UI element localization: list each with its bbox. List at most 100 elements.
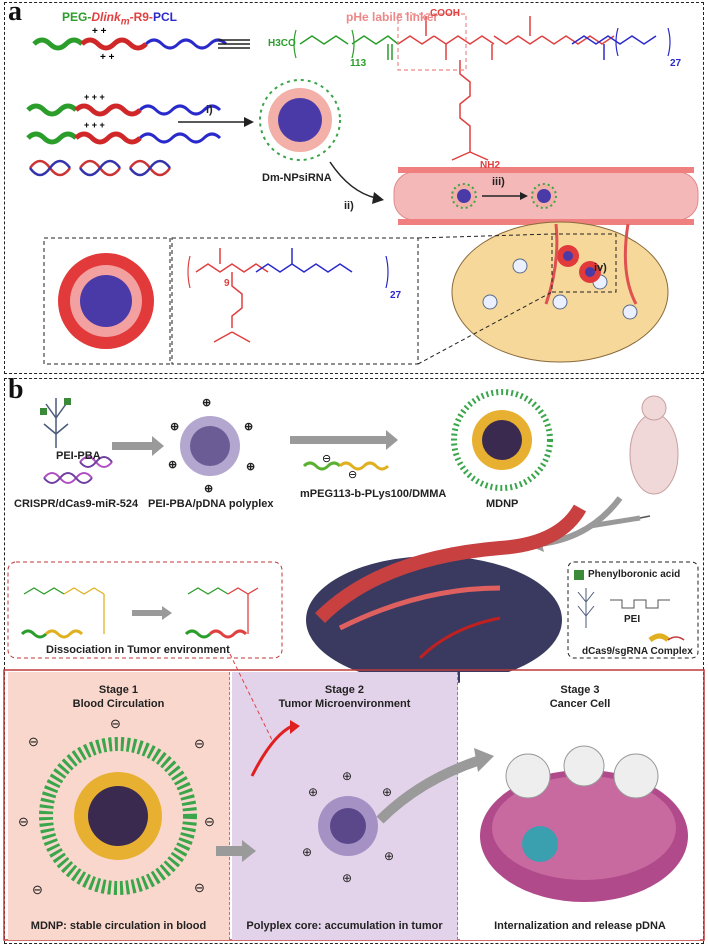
stage-1-mdnp-graphic: ⊖ ⊖ ⊖ ⊖ ⊖ ⊖ ⊖ bbox=[18, 716, 215, 897]
crispr-label: CRISPR/dCas9-miR-524 bbox=[14, 498, 139, 510]
np-label: Dm-NPsiRNA bbox=[262, 172, 332, 184]
panel-b-label: b bbox=[8, 374, 24, 405]
svg-text:⊕: ⊕ bbox=[246, 461, 255, 473]
polymer-peg-text: PEG- bbox=[62, 10, 92, 24]
chemical-structure-top bbox=[293, 13, 671, 161]
step-iii-label: iii) bbox=[492, 176, 505, 188]
stage-1-caption: MDNP: stable circulation in blood bbox=[30, 920, 207, 932]
mpeg-label: mPEG113-b-PLys100/DMMA bbox=[300, 488, 447, 500]
legend-pei-label: PEI bbox=[624, 614, 641, 625]
svg-text:⊕: ⊕ bbox=[308, 785, 318, 799]
sirna-duplexes bbox=[28, 159, 172, 177]
arrow-step-i bbox=[178, 117, 254, 127]
stage-3-box: Stage 3 Cancer Cell Internalization and … bbox=[460, 672, 700, 940]
svg-text:⊕: ⊕ bbox=[244, 421, 253, 433]
stage-3-caption: Internalization and release pDNA bbox=[494, 920, 666, 932]
pcl-repeat: 27 bbox=[670, 58, 682, 69]
polyplex-charges: ⊕ ⊕ ⊕ ⊕ ⊕ ⊕ bbox=[168, 397, 255, 495]
inset-boxes bbox=[43, 233, 553, 365]
dissociation-label: Dissociation in Tumor environment bbox=[46, 644, 230, 656]
stage-3-subtitle: Cancer Cell bbox=[549, 698, 611, 710]
stage-1-box: Stage 1 Blood Circulation ⊖ ⊖ ⊖ ⊖ ⊖ ⊖ ⊖ MDNP: … bbox=[8, 672, 230, 940]
svg-text:⊖: ⊖ bbox=[322, 453, 331, 465]
svg-text:+ +: + + bbox=[100, 52, 115, 63]
panel-b-graphics: ⊕ ⊕ ⊕ ⊕ ⊕ ⊕ ⊖ ⊖ bbox=[3, 389, 705, 941]
tumor-scene bbox=[306, 504, 587, 684]
panel-b bbox=[4, 378, 704, 944]
svg-text:⊖: ⊖ bbox=[28, 734, 39, 749]
step-i-label: i) bbox=[206, 104, 213, 116]
polymer-dlink-text: Dlink bbox=[91, 10, 121, 24]
svg-text:⊕: ⊕ bbox=[202, 397, 211, 409]
inset-r-repeat: 9 bbox=[224, 278, 230, 289]
inset-pcl-repeat: 27 bbox=[390, 290, 402, 301]
svg-text:⊕: ⊕ bbox=[204, 483, 213, 495]
polyplex-label: PEI-PBA/pDNA polyplex bbox=[148, 498, 274, 510]
svg-text:⊕: ⊕ bbox=[302, 845, 312, 859]
polymer-chain-top: + + + + bbox=[32, 26, 228, 63]
step-ii-label: ii) bbox=[344, 200, 354, 212]
arrow-step-ii bbox=[329, 161, 384, 204]
panel-a-graphics: + + + + bbox=[26, 13, 699, 365]
stage-2-subtitle: Tumor Microenvironment bbox=[278, 698, 411, 710]
legend-pba-label: Phenylboronic acid bbox=[588, 569, 681, 580]
linker-label: pHe labile linker bbox=[346, 10, 439, 24]
svg-text:⊖: ⊖ bbox=[32, 882, 43, 897]
syringe-graphic bbox=[589, 515, 651, 529]
svg-text:⊕: ⊕ bbox=[382, 785, 392, 799]
stage-3-title: Stage 3 bbox=[560, 684, 600, 696]
svg-text:+ + +: + + + bbox=[84, 92, 105, 102]
mouse-graphic bbox=[629, 395, 679, 495]
polymer-chain-pair: + + + + + + bbox=[26, 92, 222, 145]
step-iv-label: iv) bbox=[594, 262, 607, 274]
peg-repeat: 113 bbox=[350, 58, 367, 69]
svg-text:⊖: ⊖ bbox=[194, 736, 205, 751]
nanoparticle-siRNA bbox=[259, 79, 341, 161]
svg-text:⊕: ⊕ bbox=[384, 849, 394, 863]
pei-pba-icon bbox=[40, 398, 71, 448]
stage-2-box: Stage 2 Tumor Microenvironment ⊕ ⊕ ⊕ ⊕ ⊕ ⊕ Po… bbox=[232, 672, 458, 940]
arrow-to-polyplex bbox=[112, 436, 164, 456]
stage-2-title: Stage 2 bbox=[324, 684, 365, 696]
stage-2-polyplex-graphic: ⊕ ⊕ ⊕ ⊕ ⊕ ⊕ bbox=[250, 720, 394, 885]
svg-text:⊖: ⊖ bbox=[204, 814, 215, 829]
polymer-title: PEG-Dlinkm-R9-PCL bbox=[62, 10, 177, 27]
pdna-helix bbox=[43, 456, 113, 484]
panel-a-label: a bbox=[8, 0, 22, 27]
svg-text:⊖: ⊖ bbox=[348, 469, 357, 481]
svg-text:⊕: ⊕ bbox=[342, 769, 352, 783]
mpeg-polymer: ⊖ ⊖ bbox=[302, 453, 390, 481]
polyplex-graphic bbox=[180, 416, 240, 476]
stage-1-title: Stage 1 bbox=[98, 684, 139, 696]
cooh-label: COOH bbox=[430, 8, 460, 19]
blood-vessel bbox=[393, 167, 699, 225]
stage-2-caption: Polyplex core: accumulation in tumor bbox=[246, 920, 443, 932]
tumor-cells bbox=[451, 221, 669, 363]
arrow-to-mdnp bbox=[290, 430, 398, 450]
polymer-r9-text: -R9- bbox=[129, 10, 153, 24]
polymer-pcl-text: PCL bbox=[152, 10, 177, 24]
panel-a bbox=[4, 2, 704, 374]
svg-text:+ +: + + bbox=[92, 26, 107, 37]
svg-text:⊕: ⊕ bbox=[168, 459, 177, 471]
inset-chemical bbox=[187, 248, 389, 343]
mdnp-graphic bbox=[451, 389, 553, 491]
stage-1-subtitle: Blood Circulation bbox=[72, 698, 165, 710]
svg-text:⊖: ⊖ bbox=[110, 716, 121, 731]
h3co-label: H3CO bbox=[268, 38, 296, 49]
svg-text:⊕: ⊕ bbox=[342, 871, 352, 885]
stage-3-cell-graphic bbox=[480, 745, 688, 902]
equals-sign bbox=[218, 39, 250, 49]
nh2-label: NH2 bbox=[480, 160, 501, 171]
svg-text:⊕: ⊕ bbox=[170, 421, 179, 433]
mdnp-label: MDNP bbox=[486, 498, 519, 510]
legend-complex-label: dCas9/sgRNA Complex bbox=[582, 646, 693, 657]
svg-text:⊖: ⊖ bbox=[18, 814, 29, 829]
dissociation-box bbox=[7, 561, 283, 659]
pei-pba-label: PEI-PBA bbox=[56, 450, 101, 462]
polymer-dlink-sub: m bbox=[120, 16, 130, 28]
stage-frame bbox=[3, 669, 705, 941]
svg-text:⊖: ⊖ bbox=[194, 880, 205, 895]
legend-box bbox=[567, 561, 699, 659]
svg-text:+ + +: + + + bbox=[84, 120, 105, 130]
